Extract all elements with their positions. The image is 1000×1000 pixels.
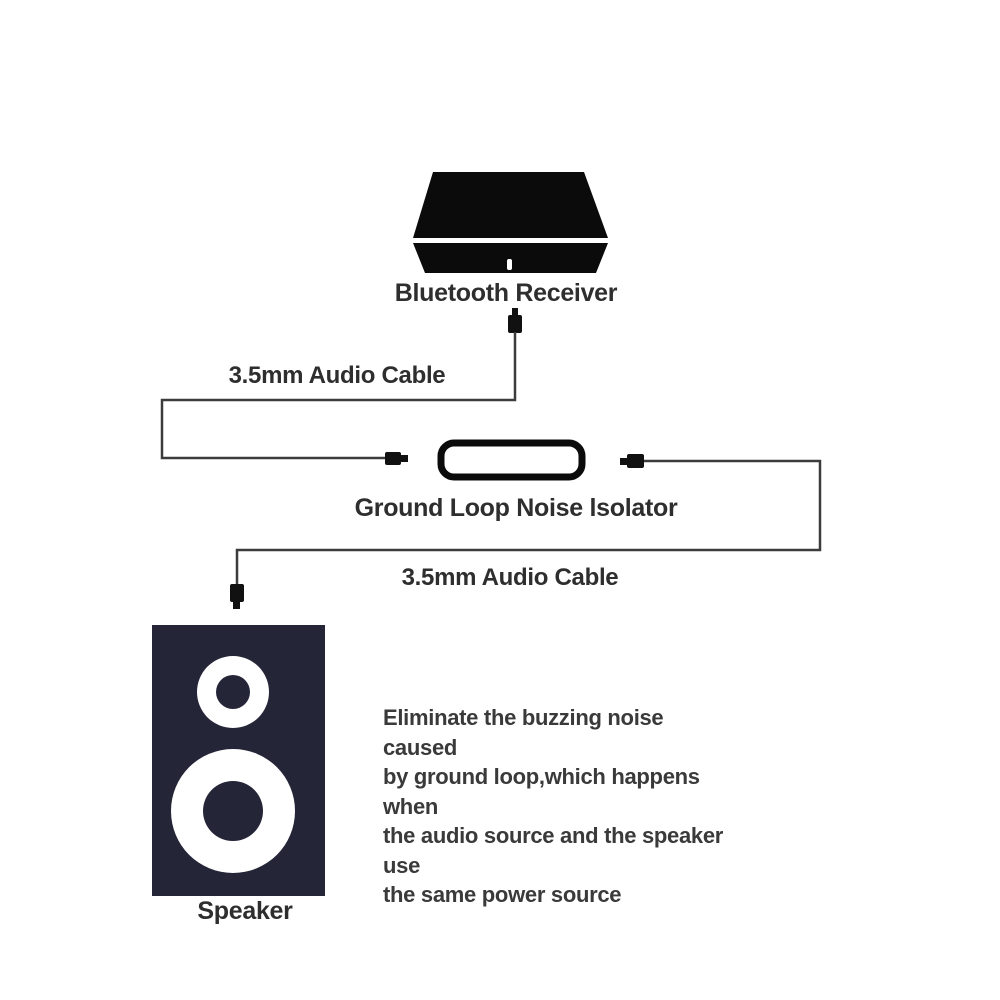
audio-plug-down-icon [230, 584, 244, 609]
bluetooth-receiver-icon [413, 172, 608, 273]
audio-plug-up-icon [508, 308, 522, 333]
cable-top-label: 3.5mm Audio Cable [228, 362, 446, 389]
cable-bottom-line [235, 459, 822, 585]
isolator-label: Ground Loop Noise lsolator [354, 494, 678, 522]
speaker-label: Speaker [197, 897, 293, 925]
audio-plug-right-icon [385, 452, 408, 465]
receiver-label: Bluetooth Receiver [394, 279, 618, 307]
audio-plug-left-icon [620, 454, 644, 468]
speaker-icon [152, 625, 325, 896]
noise-isolator-icon [437, 439, 586, 481]
description-text: Eliminate the buzzing noise caused by gr… [383, 705, 724, 907]
cable-bottom-label: 3.5mm Audio Cable [401, 564, 619, 591]
cable-top-line [160, 332, 517, 460]
